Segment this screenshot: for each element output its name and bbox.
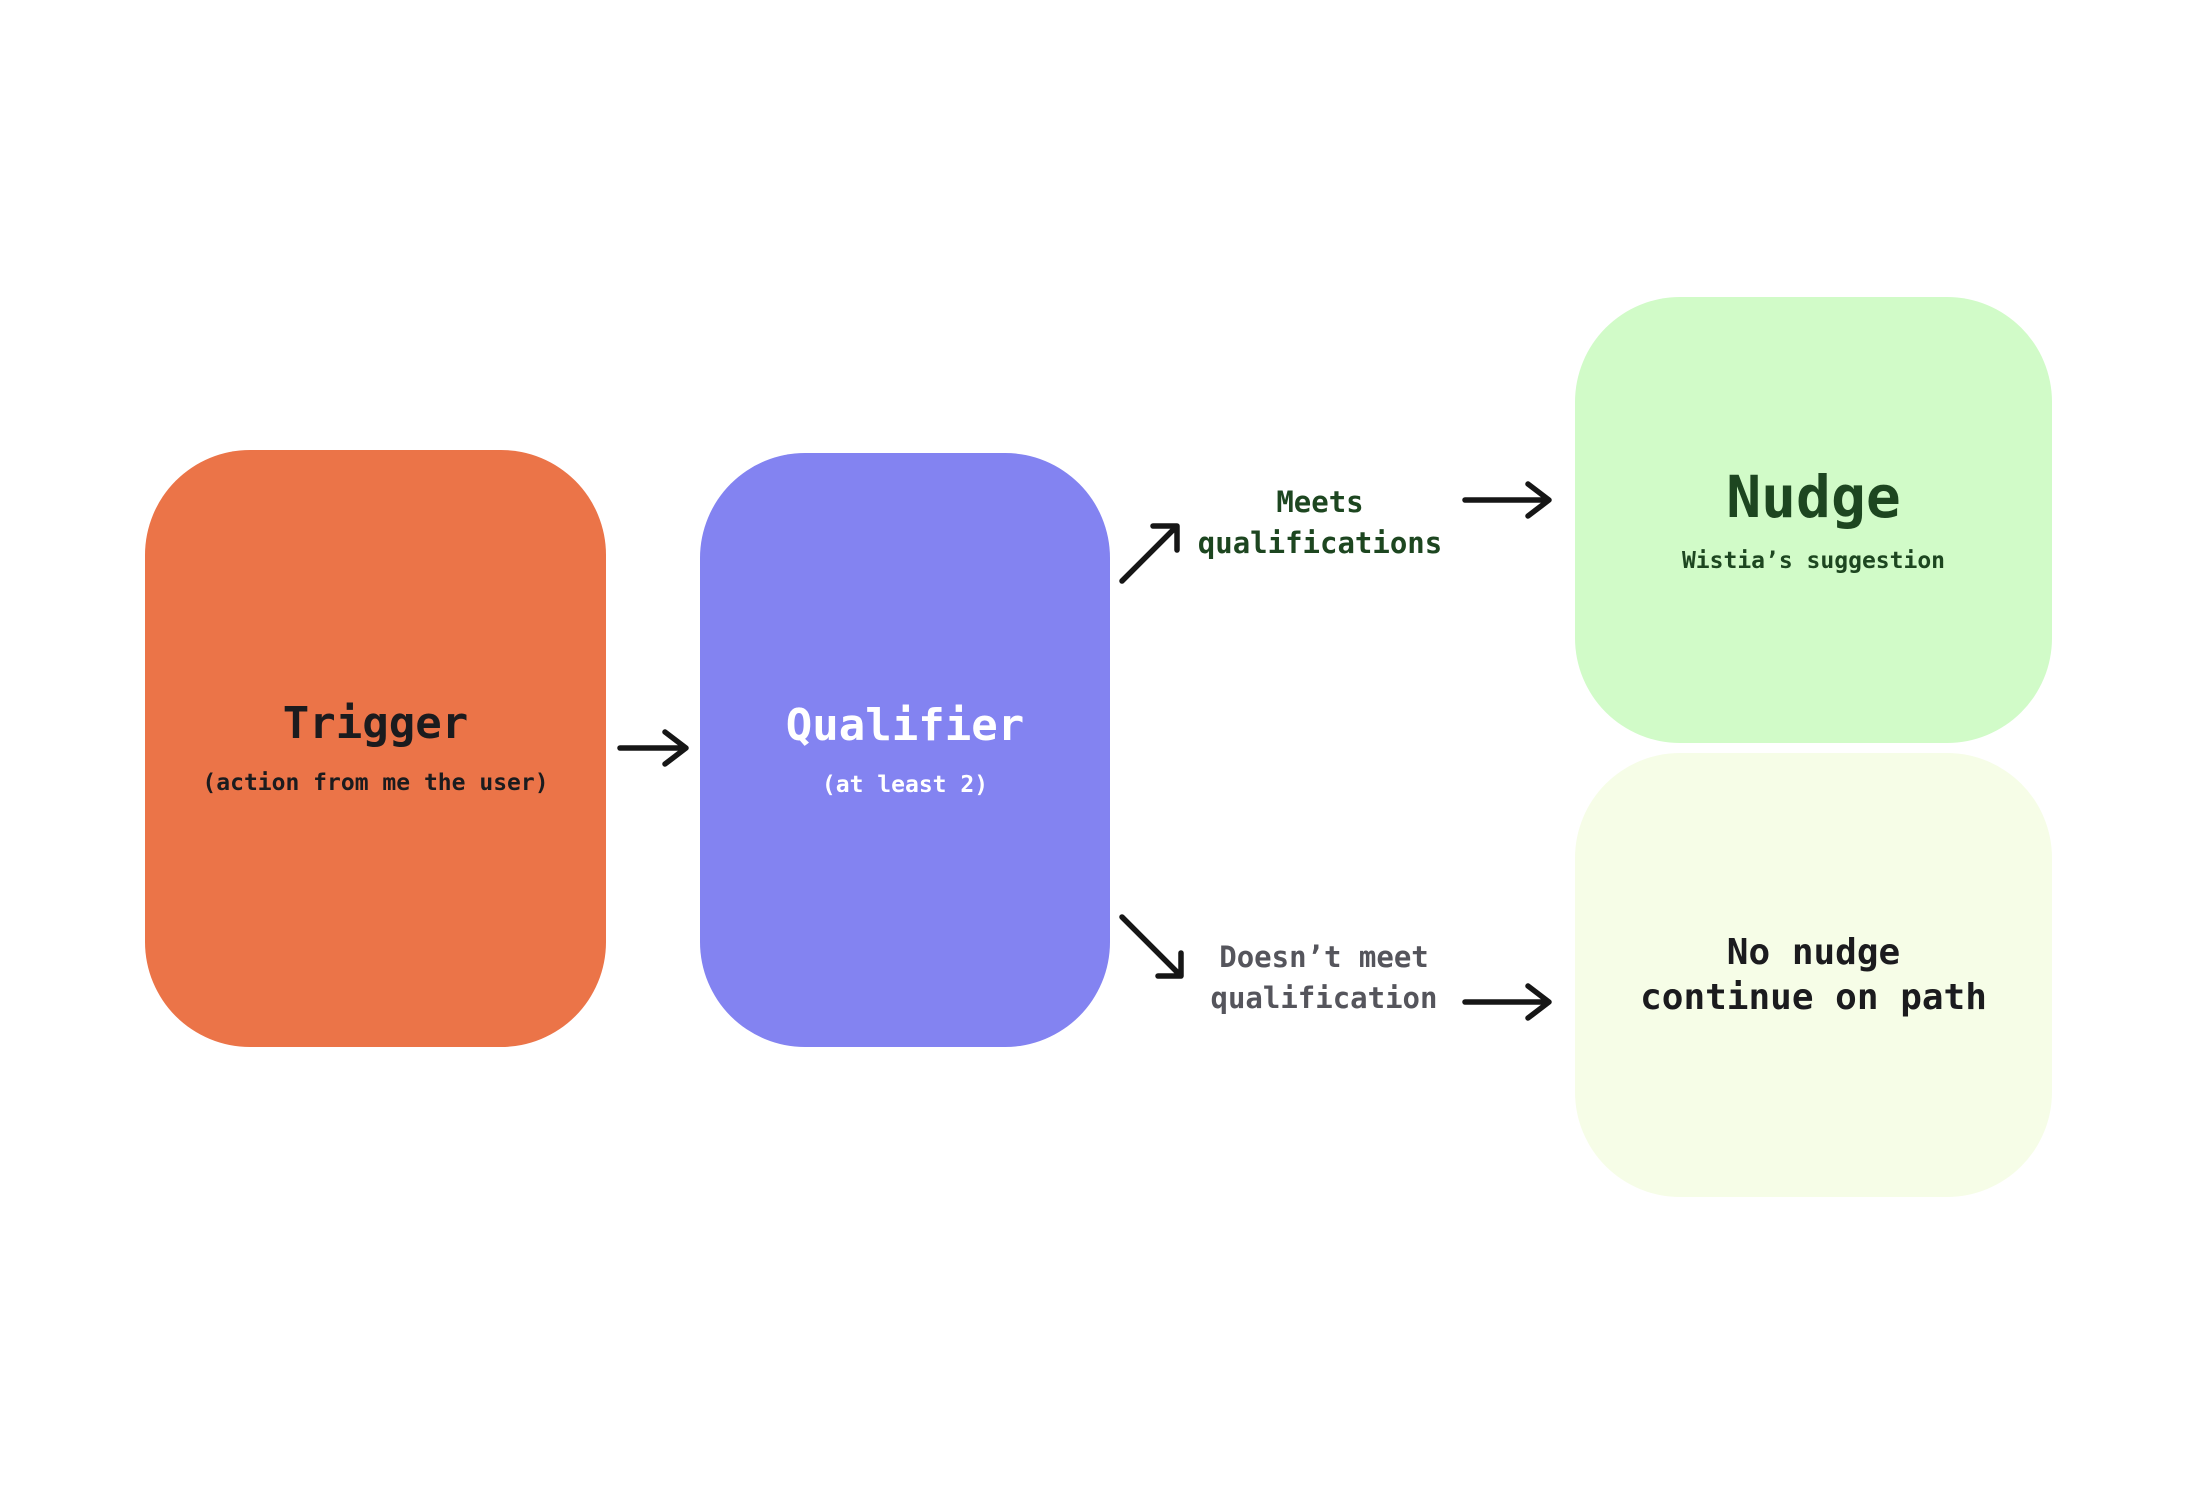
arrow-up-right-icon [1119,523,1180,584]
node-no-nudge: No nudge continue on path [1575,753,2052,1197]
node-trigger: Trigger (action from me the user) [145,450,606,1047]
meets-label-line1: Meets [1276,485,1364,519]
trigger-subtitle: (action from me the user) [202,770,549,796]
doesnt-meet-label-line1: Doesn’t meet [1219,940,1429,974]
edge-label-doesnt-meet-qualification: Doesn’t meet qualification [1211,937,1438,1019]
edge-label-meets-qualifications: Meets qualifications [1198,482,1442,564]
qualifier-title: Qualifier [785,699,1025,751]
doesnt-meet-label-line2: qualification [1210,981,1438,1015]
qualifier-subtitle: (at least 2) [821,771,989,798]
no-nudge-line1: No nudge [1726,932,1901,973]
nudge-title: Nudge [1726,462,1901,531]
no-nudge-line2: continue on path [1640,977,1987,1018]
arrow-right-icon [1462,481,1552,519]
arrow-down-right-icon [1119,914,1184,979]
meets-label-line2: qualifications [1197,526,1443,560]
node-qualifier: Qualifier (at least 2) [700,453,1110,1047]
arrow-right-icon [1462,983,1552,1021]
no-nudge-text: No nudge continue on path [1640,930,1987,1020]
node-nudge: Nudge Wistia’s suggestion [1575,297,2052,743]
arrow-right-icon [617,729,689,767]
nudge-subtitle: Wistia’s suggestion [1681,547,1946,574]
trigger-title: Trigger [282,698,469,749]
